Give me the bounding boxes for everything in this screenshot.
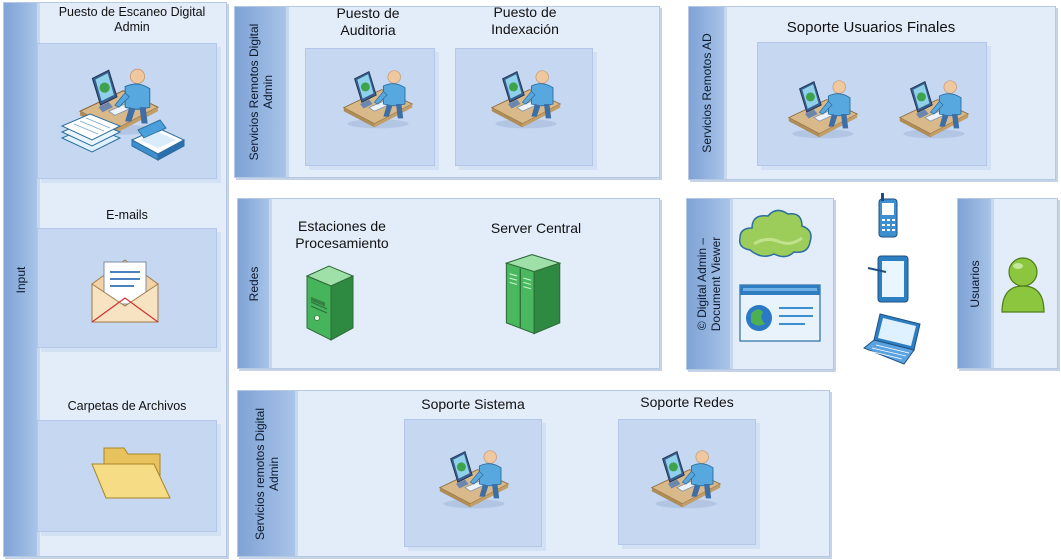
users-band: Usuarios bbox=[958, 199, 994, 368]
server-rack-icon bbox=[500, 250, 564, 336]
workstation-icon bbox=[438, 448, 510, 511]
users-band-label: Usuarios bbox=[967, 259, 982, 308]
input-band: Input bbox=[4, 3, 40, 556]
workstation-icon bbox=[342, 68, 414, 131]
scanner-icon bbox=[130, 119, 186, 161]
end-user-support-title: Soporte Usuarios Finales bbox=[786, 19, 956, 36]
remote-ad-band-label: Servicios Remotos AD bbox=[699, 33, 714, 153]
networks-band: Redes bbox=[238, 199, 272, 368]
index-station-title: Puesto de Indexación bbox=[491, 4, 559, 37]
scan-station-title: Puesto de Escaneo Digital Admin bbox=[58, 5, 206, 34]
browser-window-icon bbox=[739, 284, 821, 342]
remote-support-band: Servicios remotos Digital Admin bbox=[238, 391, 298, 556]
folders-title: Carpetas de Archivos bbox=[67, 399, 187, 413]
emails-title: E-mails bbox=[106, 208, 148, 222]
remote-digital-admin-band: Servicios Remotos Digital Admin bbox=[235, 7, 289, 177]
system-support-title: Soporte Sistema bbox=[421, 396, 525, 412]
laptop-icon bbox=[863, 313, 921, 365]
envelope-icon bbox=[91, 259, 159, 323]
network-support-title: Soporte Redes bbox=[640, 394, 734, 410]
remote-digital-admin-panel: Servicios Remotos Digital Admin bbox=[234, 6, 660, 178]
server-icon bbox=[298, 262, 360, 342]
tablet-icon bbox=[867, 255, 909, 303]
processing-stations-title: Estaciones de Procesamiento bbox=[295, 218, 389, 251]
cloud-icon bbox=[738, 209, 812, 258]
documents-icon bbox=[60, 113, 122, 153]
input-band-label: Input bbox=[13, 266, 28, 293]
workstation-icon bbox=[650, 448, 722, 511]
networks-band-label: Redes bbox=[246, 266, 261, 301]
remote-digital-admin-band-label: Servicios Remotos Digital Admin bbox=[246, 23, 275, 161]
document-viewer-band: © Digital Admin – Document Viewer bbox=[687, 199, 733, 369]
remote-ad-band: Servicios Remotos AD bbox=[689, 7, 727, 179]
central-server-title: Server Central bbox=[490, 220, 582, 236]
workstation-icon bbox=[787, 78, 859, 141]
user-icon bbox=[1001, 257, 1045, 313]
remote-support-band-label: Servicios remotos Digital Admin bbox=[252, 407, 281, 540]
audit-station-title: Puesto de Auditoria bbox=[336, 5, 400, 38]
mobile-phone-icon bbox=[878, 193, 898, 238]
workstation-icon bbox=[898, 78, 970, 141]
folder-icon bbox=[91, 447, 171, 499]
users-panel: Usuarios bbox=[957, 198, 1058, 369]
workstation-icon bbox=[490, 68, 562, 131]
document-viewer-band-label: © Digital Admin – Document Viewer bbox=[694, 236, 723, 332]
